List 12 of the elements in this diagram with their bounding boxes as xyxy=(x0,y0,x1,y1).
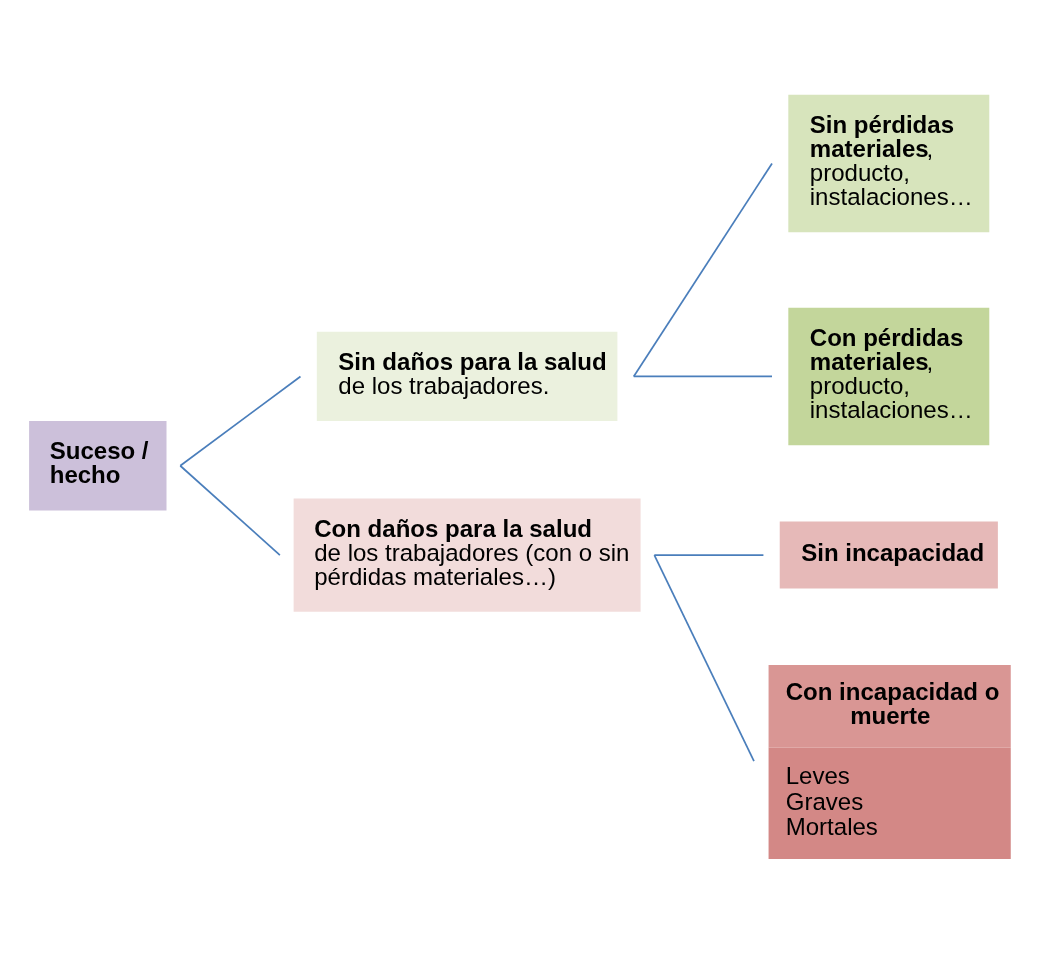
node-box: Sin pérdidas materiales, producto, instalaciones… xyxy=(788,94,990,233)
node-box: Con daños para la salud de los trabajadores (con o sin pérdidas materiales…) xyxy=(293,498,641,612)
connector xyxy=(653,554,755,763)
connector xyxy=(179,375,302,467)
node-box: Sin daños para la salud de los trabajadores. xyxy=(316,331,618,422)
node-box: Suceso / hecho xyxy=(29,421,167,511)
connector xyxy=(179,464,281,556)
node-box: Sin incapacidad xyxy=(779,521,998,589)
connector xyxy=(632,375,773,378)
connector xyxy=(632,162,773,378)
connector xyxy=(653,554,765,556)
node-box: Con pérdidas materiales, producto, instalaciones… xyxy=(788,307,990,446)
